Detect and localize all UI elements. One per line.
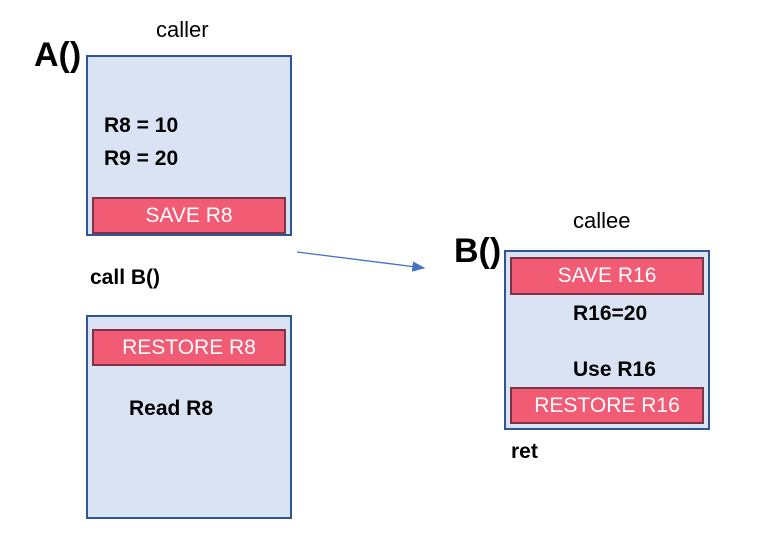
use-r16-text: Use R16 (573, 358, 656, 381)
caller-top-block: R8 = 10 R9 = 20 SAVE R8 (86, 55, 292, 236)
r8-assignment: R8 = 10 (104, 114, 179, 137)
caller-heading: caller (156, 17, 209, 42)
caller-bottom-block: RESTORE R8 Read R8 (86, 315, 292, 519)
callee-heading: callee (573, 208, 631, 233)
read-r8-text: Read R8 (129, 397, 214, 420)
restore-r8-bar: RESTORE R8 (92, 329, 286, 366)
ret-text: ret (511, 440, 538, 463)
save-r16-bar: SAVE R16 (510, 257, 704, 295)
restore-r16-bar: RESTORE R16 (510, 387, 704, 424)
r9-assignment: R9 = 20 (104, 147, 179, 170)
function-a-label: A() (34, 36, 82, 74)
save-r8-bar: SAVE R8 (92, 197, 286, 234)
callee-block: SAVE R16 R16=20 Use R16 RESTORE R16 (504, 250, 710, 430)
call-b-text: call B() (90, 266, 161, 289)
function-b-label: B() (454, 232, 502, 270)
r16-assignment: R16=20 (573, 302, 648, 325)
